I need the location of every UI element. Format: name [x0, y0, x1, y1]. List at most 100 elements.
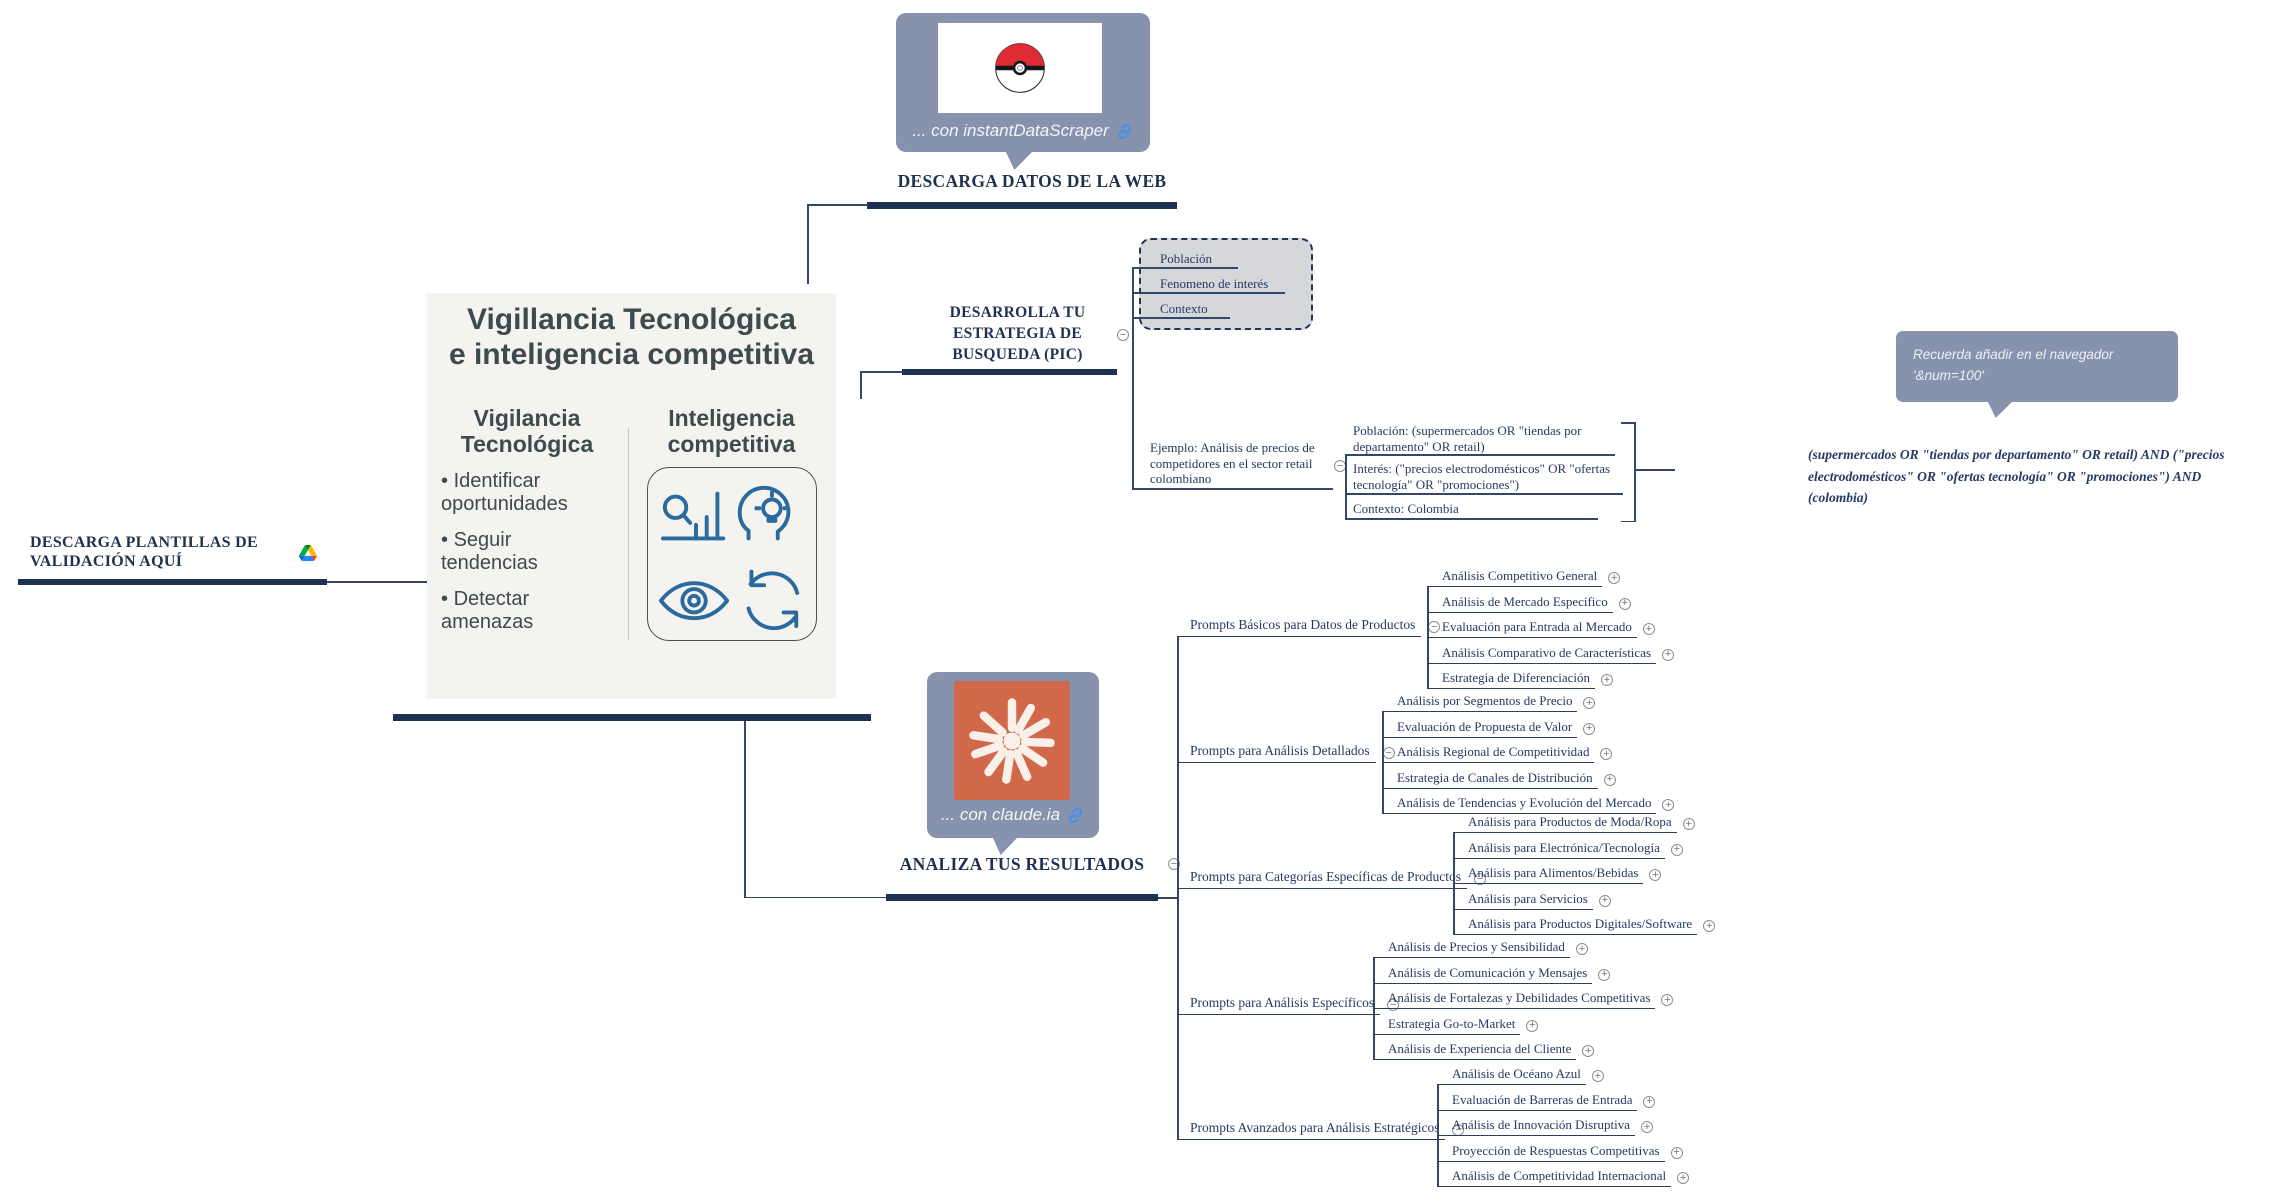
collapse-icon[interactable] — [1428, 621, 1441, 633]
expand-icon[interactable] — [1662, 799, 1675, 811]
expand-icon[interactable] — [1649, 869, 1662, 881]
prompt-item[interactable]: Análisis para Productos de Moda/Ropa — [1453, 808, 1715, 833]
note-bubble[interactable]: Recuerda añadir en el navegador '&num=10… — [1896, 331, 2178, 402]
expand-icon[interactable] — [1526, 1019, 1539, 1032]
central-topic[interactable]: Vigillancia Tecnológica e inteligencia c… — [427, 293, 836, 699]
topic-descarga-datos[interactable]: DESCARGA DATOS DE LA WEB — [897, 171, 1167, 191]
central-topic-underline — [393, 714, 871, 721]
expand-icon[interactable] — [1598, 894, 1611, 907]
expand-icon[interactable] — [1598, 968, 1611, 981]
pic-item-poblacion[interactable]: Población — [1160, 251, 1212, 266]
prompt-group[interactable]: Prompts para Análisis Específicos — [1177, 993, 1400, 1015]
prompt-item[interactable]: Análisis de Competitividad Internacional — [1437, 1162, 1690, 1187]
prompt-item[interactable]: Estrategia de Diferenciación — [1427, 664, 1674, 689]
expand-icon[interactable] — [1583, 697, 1596, 709]
prompt-item[interactable]: Evaluación para Entrada al Mercado — [1427, 613, 1674, 638]
expand-icon[interactable] — [1591, 1070, 1604, 1082]
prompt-item[interactable]: Evaluación de Barreras de Entrada — [1437, 1085, 1689, 1111]
topic-analiza-resultados[interactable]: ANALIZA TUS RESULTADOS — [899, 854, 1145, 874]
prompt-item[interactable]: Análisis de Océano Azul — [1437, 1060, 1689, 1085]
prompt-group[interactable]: Prompts para Análisis Detallados — [1177, 741, 1395, 763]
topic-underline — [902, 369, 1117, 375]
prompt-item[interactable]: Análisis de Fortalezas y Debilidades Com… — [1373, 984, 1674, 1009]
connector — [1635, 469, 1675, 471]
prompt-item[interactable]: Estrategia Go-to-Market — [1373, 1009, 1673, 1035]
node-underline — [1345, 493, 1623, 495]
bubble-caption: ... con instantDataScraper — [896, 121, 1150, 141]
expand-icon[interactable] — [1662, 648, 1675, 661]
prompt-item[interactable]: Análisis Competitivo General — [1427, 562, 1674, 587]
expand-icon[interactable] — [1575, 943, 1588, 955]
expand-icon[interactable] — [1670, 1146, 1683, 1159]
example-child-interes[interactable]: Interés: ("precios electrodomésticos" OR… — [1353, 461, 1611, 492]
topic-underline — [18, 579, 327, 585]
prompt-item[interactable]: Análisis para Productos Digitales/Softwa… — [1453, 910, 1716, 935]
claude-bubble[interactable]: ... con claude.ia — [927, 672, 1099, 838]
connector — [860, 371, 902, 373]
prompt-item[interactable]: Estrategia de Canales de Distribución — [1382, 763, 1674, 789]
expand-icon[interactable] — [1600, 674, 1613, 686]
instantdatascraper-caption: ... con instantDataScraper — [912, 121, 1109, 140]
expand-icon[interactable] — [1600, 748, 1613, 760]
prompt-item[interactable]: Análisis Regional de Competitividad — [1382, 738, 1674, 763]
collapse-icon[interactable] — [1474, 873, 1487, 885]
expand-icon[interactable] — [1603, 773, 1616, 786]
connector-spine — [1453, 833, 1455, 935]
collapse-icon[interactable] — [1117, 329, 1129, 341]
connector — [744, 896, 886, 898]
prompt-item[interactable]: Análisis para Servicios — [1453, 884, 1715, 910]
expand-icon[interactable] — [1682, 818, 1695, 830]
expand-icon[interactable] — [1582, 1045, 1595, 1057]
topic-combined-query[interactable]: (supermercados OR "tiendas por departame… — [1808, 447, 2225, 505]
central-title-line2: e inteligencia competitiva — [448, 338, 815, 371]
prompt-item[interactable]: Análisis para Electrónica/Tecnología — [1453, 833, 1715, 859]
prompt-item[interactable]: Proyección de Respuestas Competitivas — [1437, 1136, 1689, 1162]
connector — [807, 204, 868, 206]
node-underline — [1132, 267, 1238, 269]
prompt-item[interactable]: Análisis de Innovación Disruptiva — [1437, 1111, 1689, 1136]
prompt-item[interactable]: Análisis de Tendencias y Evolución del M… — [1382, 789, 1675, 814]
prompt-item[interactable]: Análisis de Comunicación y Mensajes — [1373, 958, 1673, 984]
claude-caption: ... con claude.ia — [940, 805, 1061, 824]
prompt-group[interactable]: Prompts Básicos para Datos de Productos — [1177, 615, 1441, 637]
prompt-item[interactable]: Evaluación de Propuesta de Valor — [1382, 712, 1674, 738]
expand-icon[interactable] — [1641, 1121, 1653, 1133]
prompt-item[interactable]: Análisis por Segmentos de Precio — [1382, 687, 1674, 712]
prompt-item[interactable]: Análisis de Experiencia del Cliente — [1373, 1035, 1673, 1060]
expand-icon[interactable] — [1670, 843, 1683, 856]
topic-ejemplo[interactable]: Ejemplo: Análisis de precios de competid… — [1150, 440, 1315, 486]
example-child-contexto[interactable]: Contexto: Colombia — [1353, 501, 1459, 516]
link-icon[interactable] — [1066, 806, 1085, 825]
prompt-item[interactable]: Análisis para Alimentos/Bebidas — [1453, 859, 1715, 884]
summary-bracket — [1621, 422, 1635, 424]
claude-logo-tile — [954, 681, 1070, 800]
pic-floating-box[interactable] — [1139, 238, 1313, 330]
idea-head-icon — [737, 485, 790, 541]
prompt-item[interactable]: Análisis de Precios y Sensibilidad — [1373, 933, 1673, 958]
prompt-item[interactable]: Análisis de Mercado Específico — [1427, 587, 1674, 613]
prompt-group[interactable]: Prompts Avanzados para Análisis Estratég… — [1177, 1118, 1465, 1140]
expand-icon[interactable] — [1608, 572, 1621, 584]
expand-icon[interactable] — [1703, 920, 1716, 932]
prompt-item[interactable]: Análisis Comparativo de Características — [1427, 638, 1675, 664]
expand-icon[interactable] — [1642, 623, 1655, 635]
prompt-group[interactable]: Prompts para Categorías Específicas de P… — [1177, 867, 1487, 889]
expand-icon[interactable] — [1677, 1172, 1690, 1184]
prompt-items-group: Análisis de Océano Azul Evaluación de Ba… — [1437, 1060, 1690, 1187]
link-icon[interactable] — [1115, 122, 1134, 141]
pic-item-fenomeno[interactable]: Fenomeno de interés — [1160, 276, 1269, 291]
prompt-items-group: Análisis para Productos de Moda/Ropa Aná… — [1453, 808, 1716, 935]
pic-item-contexto[interactable]: Contexto — [1160, 301, 1208, 316]
prompt-items-group: Análisis de Precios y Sensibilidad Análi… — [1373, 933, 1674, 1060]
example-child-poblacion[interactable]: Población: (supermercados OR "tiendas po… — [1353, 423, 1582, 454]
topic-desarrolla-estrategia[interactable]: DESARROLLA TU ESTRATEGIA DE BUSQUEDA (PI… — [949, 304, 1086, 363]
expand-icon[interactable] — [1618, 597, 1631, 610]
expand-icon[interactable] — [1661, 994, 1674, 1006]
node-underline — [1132, 317, 1230, 319]
instantdatascraper-bubble[interactable]: ... con instantDataScraper — [896, 13, 1150, 152]
topic-descarga-plantillas[interactable]: DESCARGA PLANTILLAS DE VALIDACIÓN AQUÍ — [30, 534, 258, 570]
expand-icon[interactable] — [1643, 1095, 1656, 1108]
node-underline — [1345, 454, 1615, 456]
connector — [1158, 897, 1177, 899]
expand-icon[interactable] — [1583, 722, 1596, 735]
